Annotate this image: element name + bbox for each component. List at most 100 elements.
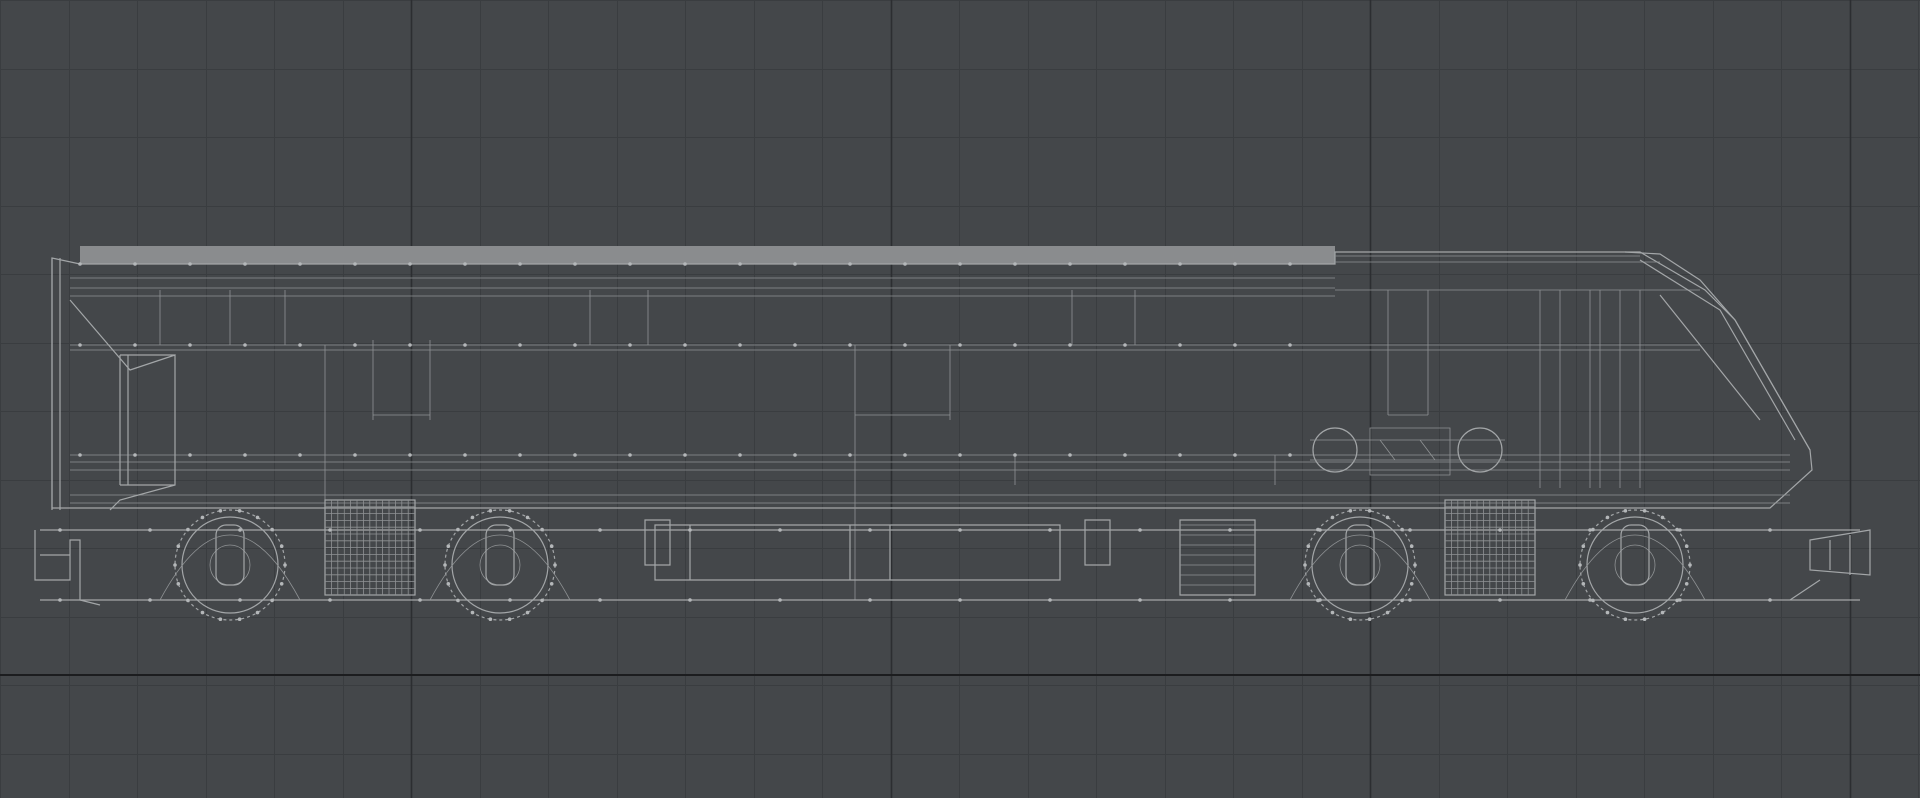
mesh-vertex (1316, 598, 1320, 603)
mesh-vertex (518, 343, 522, 347)
mesh-vertex (549, 582, 554, 586)
mesh-vertex (1068, 343, 1072, 347)
mesh-vertex (683, 343, 687, 347)
mesh-vertex (793, 262, 797, 266)
mesh-vertex (133, 262, 137, 266)
mesh-vertex (78, 262, 82, 266)
mesh-vertex (1588, 598, 1592, 602)
mesh-vertex (218, 617, 223, 621)
rear-end (51, 258, 176, 511)
mesh-vertex (518, 262, 522, 266)
mesh-vertex (1409, 582, 1414, 586)
wheel-ring (174, 509, 286, 621)
mesh-vertex (78, 453, 82, 457)
mesh-vertex (218, 509, 223, 513)
mesh-vertex (470, 515, 475, 520)
mesh-vertex (148, 528, 152, 532)
mesh-vertex (738, 262, 742, 266)
mesh-vertex (1013, 453, 1017, 457)
axlebox (215, 524, 245, 586)
mesh-vertex (1588, 528, 1592, 532)
mesh-vertex (683, 262, 687, 266)
mesh-vertex (868, 528, 872, 532)
mesh-vertex (1400, 598, 1404, 603)
mesh-vertex (1578, 563, 1582, 567)
mesh-vertex (1316, 527, 1320, 532)
mesh-vertex (237, 617, 242, 621)
mesh-vertex (408, 343, 412, 347)
mesh-vertex (1138, 528, 1142, 532)
mesh-vertex (1233, 262, 1237, 266)
mesh-vertex (1409, 544, 1414, 548)
mesh-vertex (848, 453, 852, 457)
mesh-vertex (1178, 453, 1182, 457)
side-windows (159, 290, 1641, 488)
mesh-vertex (903, 262, 907, 266)
mesh-vertex (1178, 343, 1182, 347)
mesh-vertex (255, 610, 260, 615)
mesh-vertex (1068, 262, 1072, 266)
mesh-vertex (1123, 343, 1127, 347)
mesh-vertex (598, 528, 602, 532)
mesh-vertex (1768, 528, 1772, 532)
rear-coupler (34, 530, 101, 606)
mesh-vertex (553, 563, 557, 567)
mesh-vertex (1675, 527, 1679, 532)
mesh-vertex (188, 343, 192, 347)
mesh-vertex (1228, 528, 1232, 532)
wheel-ring (181, 516, 279, 614)
mesh-vertex (793, 453, 797, 457)
mesh-vertex (628, 343, 632, 347)
underframe (40, 519, 1860, 601)
mesh-vertex (1288, 262, 1292, 266)
body-horizontal-lines (70, 255, 1790, 504)
mesh-vertex (188, 262, 192, 266)
mesh-vertex (279, 582, 284, 586)
mesh-vertex (848, 343, 852, 347)
mesh-vertex (1623, 509, 1628, 513)
locomotive-wireframe[interactable] (34, 246, 1871, 621)
mesh-vertex (470, 610, 475, 615)
bogie-arch (429, 534, 571, 601)
mesh-vertex (353, 262, 357, 266)
wheel-ring (1579, 509, 1691, 621)
mesh-vertex (1330, 610, 1335, 615)
mesh-vertex (1048, 598, 1052, 602)
mesh-vertex (418, 528, 422, 532)
mesh-vertex (446, 582, 451, 586)
mesh-vertex (148, 598, 152, 602)
mesh-vertex (778, 528, 782, 532)
mesh-vertex (243, 453, 247, 457)
mesh-vertex (573, 343, 577, 347)
mesh-vertex (238, 528, 242, 532)
mesh-vertex (446, 544, 451, 548)
mesh-vertex (298, 262, 302, 266)
mesh-vertex (1642, 509, 1647, 513)
mesh-vertex (1591, 527, 1595, 532)
mesh-vertex (1048, 528, 1052, 532)
side-grille (1180, 524, 1255, 586)
mesh-vertex (1228, 598, 1232, 602)
mesh-vertex (78, 343, 82, 347)
mesh-vertex (443, 563, 447, 567)
grid-major-lines (410, 0, 1852, 798)
mesh-vertex (738, 343, 742, 347)
mesh-vertex (1330, 515, 1335, 520)
axlebox (1345, 524, 1375, 586)
door-frames (324, 340, 1276, 600)
mesh-vertex (1642, 617, 1647, 621)
mesh-vertex (1367, 617, 1372, 621)
mesh-vertex (1591, 598, 1595, 603)
wheel-ring (1586, 516, 1684, 614)
mesh-vertex (408, 453, 412, 457)
mesh-vertex (328, 598, 332, 602)
mesh-vertex (456, 598, 460, 603)
wheel-ring (1304, 509, 1416, 621)
mesh-vertex (508, 598, 512, 602)
mesh-vertex (408, 262, 412, 266)
mesh-vertex (1660, 610, 1665, 615)
mesh-vertex (1660, 515, 1665, 520)
